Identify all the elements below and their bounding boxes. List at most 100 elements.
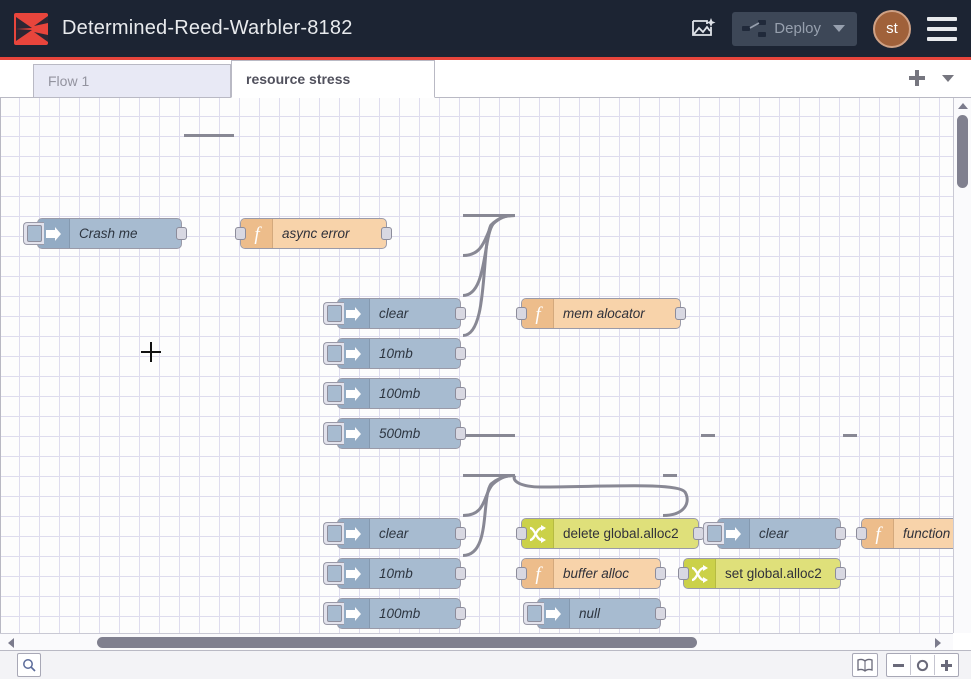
canvas-vertical-scrollbar[interactable]: [953, 98, 971, 633]
inject-trigger-button[interactable]: [23, 222, 44, 245]
function-f-icon: f: [522, 559, 554, 588]
node-output-port[interactable]: [455, 607, 466, 620]
zoom-controls: [852, 653, 971, 677]
tab-label: resource stress: [246, 71, 351, 87]
node-label: clear: [759, 526, 789, 541]
node-output-port[interactable]: [455, 307, 466, 320]
node-output-port[interactable]: [655, 607, 666, 620]
change-switch-icon: [522, 519, 554, 548]
node-label: buffer alloc: [563, 566, 630, 581]
search-button[interactable]: [17, 653, 41, 677]
inject-trigger-button[interactable]: [323, 342, 344, 365]
node-label: 500mb: [379, 426, 421, 441]
node-label: set global.alloc2: [725, 566, 822, 581]
scrollbar-thumb[interactable]: [957, 115, 968, 188]
crosshair-cursor: [141, 342, 161, 362]
node-inject-500mb-1[interactable]: 500mb: [323, 418, 466, 449]
minus-icon: [893, 663, 904, 667]
svg-text:f: f: [535, 564, 543, 584]
zoom-in-button[interactable]: [935, 655, 958, 675]
avatar[interactable]: st: [873, 9, 911, 48]
flow-canvas[interactable]: Crash me f async error: [1, 98, 970, 633]
node-output-port[interactable]: [455, 387, 466, 400]
inject-trigger-button[interactable]: [323, 562, 344, 585]
node-output-port[interactable]: [835, 567, 846, 580]
node-label: function: [903, 526, 951, 541]
node-label: clear: [379, 526, 409, 541]
node-output-port[interactable]: [835, 527, 846, 540]
node-function[interactable]: f function: [856, 518, 970, 549]
tab-menu-button[interactable]: [933, 62, 963, 94]
node-clear-2[interactable]: clear: [323, 518, 466, 549]
status-bar: [0, 650, 971, 679]
node-label: 10mb: [379, 346, 413, 361]
node-output-port[interactable]: [455, 427, 466, 440]
inject-trigger-button[interactable]: [703, 522, 724, 545]
node-label: async error: [282, 226, 350, 241]
node-label: 10mb: [379, 566, 413, 581]
scroll-right-arrow-icon[interactable]: [935, 638, 941, 648]
node-delete-global-alloc2[interactable]: delete global.alloc2: [516, 518, 704, 549]
node-output-port[interactable]: [381, 227, 392, 240]
node-input-port[interactable]: [678, 567, 689, 580]
svg-text:f: f: [254, 224, 262, 244]
node-set-global-alloc2[interactable]: set global.alloc2: [678, 558, 846, 589]
node-inject-100mb-2[interactable]: 100mb: [323, 598, 466, 629]
node-output-port[interactable]: [455, 567, 466, 580]
page-title: Determined-Reed-Warbler-8182: [62, 17, 353, 39]
canvas-horizontal-scrollbar[interactable]: [0, 633, 953, 650]
node-input-port[interactable]: [856, 527, 867, 540]
add-tab-button[interactable]: [901, 62, 933, 94]
node-inject-10mb-2[interactable]: 10mb: [323, 558, 466, 589]
node-label: null: [579, 606, 601, 621]
hamburger-menu-icon[interactable]: [927, 16, 957, 41]
node-crash-me[interactable]: Crash me: [23, 218, 187, 249]
flow-tab-bar: Flow 1 resource stress: [0, 60, 971, 98]
scrollbar-thumb[interactable]: [97, 637, 697, 648]
tab-flow-1[interactable]: Flow 1: [33, 64, 231, 97]
node-label: clear: [379, 306, 409, 321]
flow-ai-image-icon[interactable]: [682, 8, 724, 50]
flow-canvas-viewport[interactable]: Crash me f async error: [0, 98, 971, 633]
plus-icon: [909, 70, 925, 86]
node-clear-1[interactable]: clear: [323, 298, 466, 329]
zoom-out-button[interactable]: [887, 655, 911, 675]
node-clear-3[interactable]: clear: [703, 518, 846, 549]
scroll-left-arrow-icon[interactable]: [8, 638, 14, 648]
inject-trigger-button[interactable]: [323, 602, 344, 625]
node-output-port[interactable]: [655, 567, 666, 580]
navigator-button[interactable]: [852, 653, 878, 677]
inject-trigger-button[interactable]: [323, 382, 344, 405]
deploy-nodes-icon: [742, 19, 768, 39]
node-output-port[interactable]: [455, 347, 466, 360]
node-label: mem alocator: [563, 306, 645, 321]
node-output-port[interactable]: [176, 227, 187, 240]
node-input-port[interactable]: [516, 307, 527, 320]
node-input-port[interactable]: [516, 527, 527, 540]
wire-layer: [183, 134, 857, 557]
circle-icon: [916, 659, 929, 671]
node-output-port[interactable]: [455, 527, 466, 540]
chevron-down-icon[interactable]: [833, 25, 845, 32]
node-buffer-alloc[interactable]: f buffer alloc: [516, 558, 666, 589]
node-output-port[interactable]: [675, 307, 686, 320]
scroll-up-arrow-icon[interactable]: [958, 103, 968, 109]
inject-trigger-button[interactable]: [523, 602, 544, 625]
node-inject-100mb-1[interactable]: 100mb: [323, 378, 466, 409]
deploy-button[interactable]: Deploy: [732, 11, 857, 46]
node-null-inject[interactable]: null: [523, 598, 666, 629]
inject-trigger-button[interactable]: [323, 302, 344, 325]
tab-resource-stress[interactable]: resource stress: [231, 60, 435, 98]
function-f-icon: f: [862, 519, 894, 548]
node-mem-alocator[interactable]: f mem alocator: [516, 298, 686, 329]
zoom-reset-button[interactable]: [911, 655, 935, 675]
node-inject-10mb-1[interactable]: 10mb: [323, 338, 466, 369]
inject-trigger-button[interactable]: [323, 522, 344, 545]
node-async-error[interactable]: f async error: [235, 218, 392, 249]
node-label: 100mb: [379, 386, 421, 401]
function-f-icon: f: [522, 299, 554, 328]
node-input-port[interactable]: [235, 227, 246, 240]
inject-trigger-button[interactable]: [323, 422, 344, 445]
node-input-port[interactable]: [516, 567, 527, 580]
